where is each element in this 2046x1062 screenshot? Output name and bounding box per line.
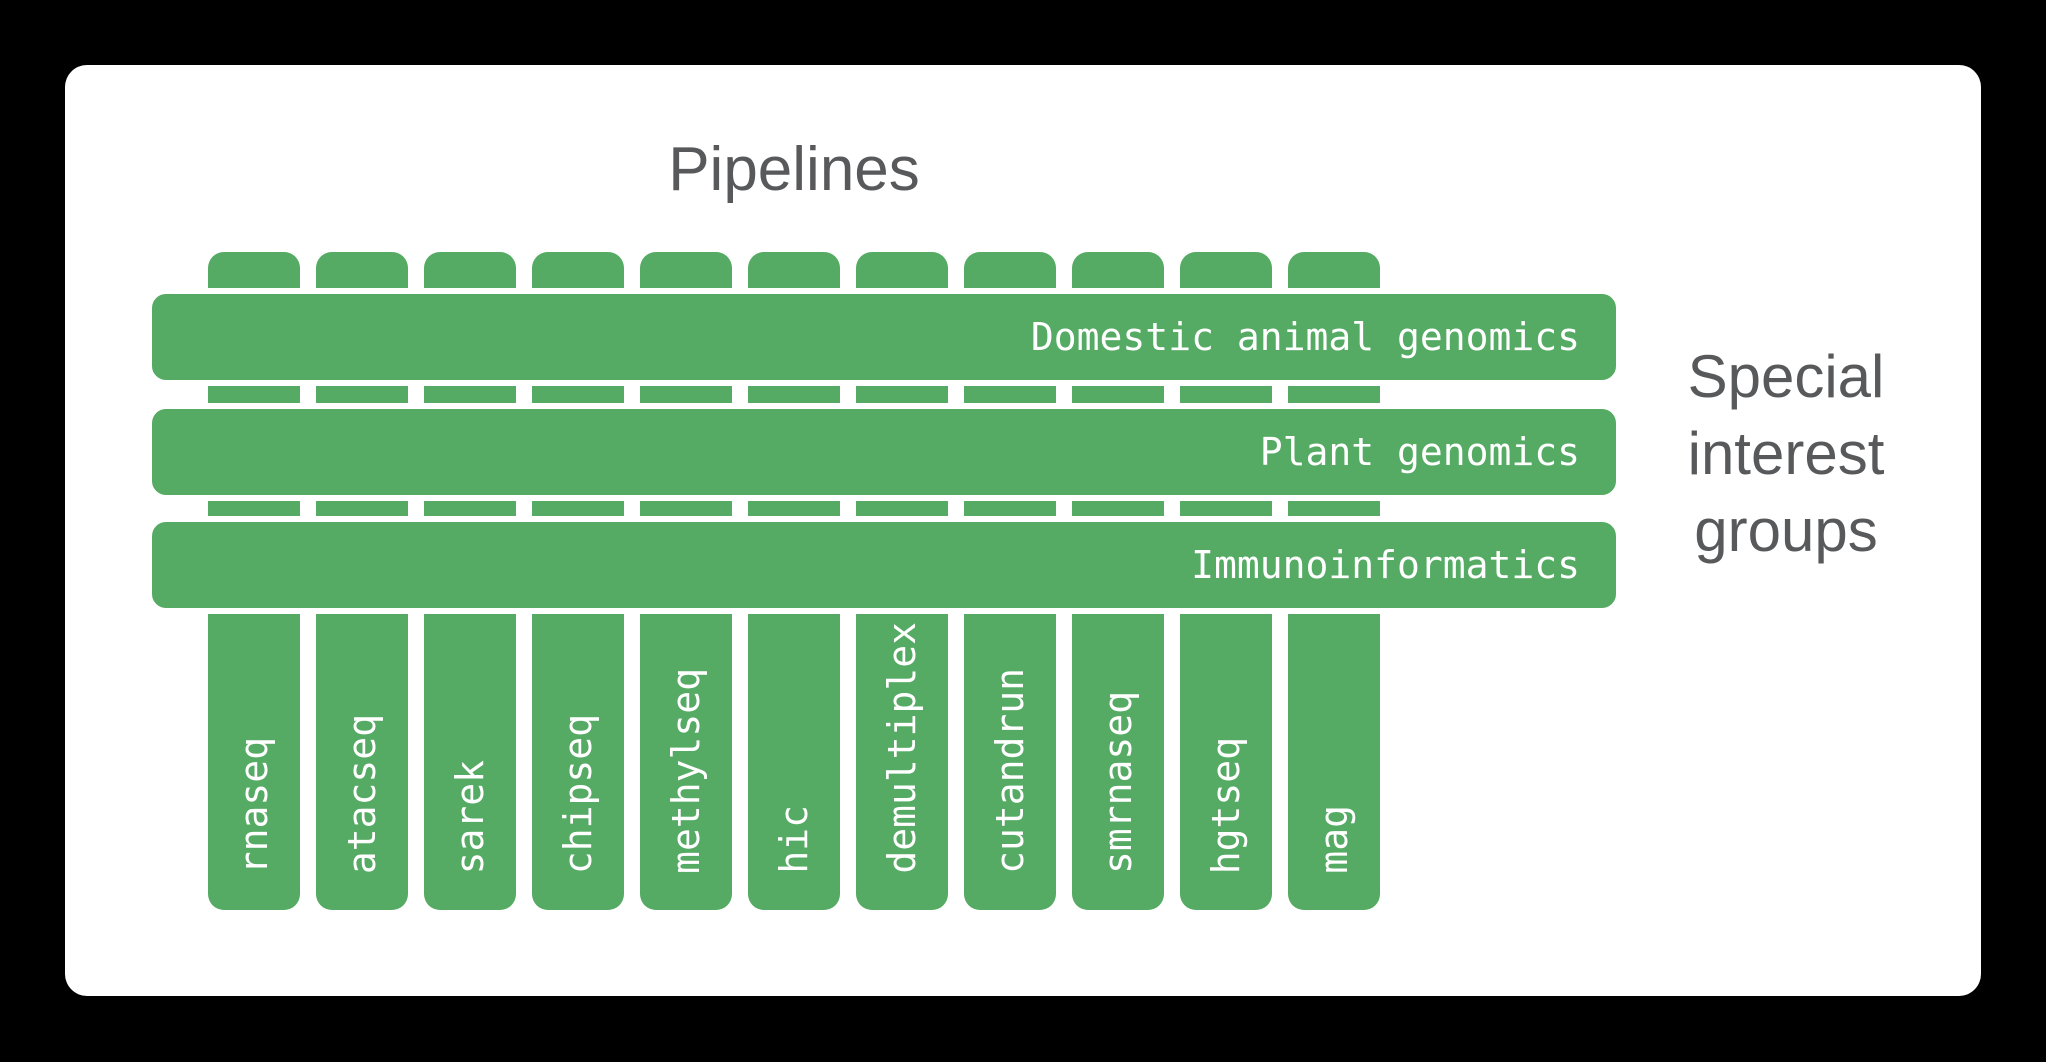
sig-label: Immunoinformatics	[1191, 543, 1580, 587]
pipeline-label: cutandrun	[988, 668, 1032, 874]
sig-label: Plant genomics	[1259, 430, 1580, 474]
sig-label: Domestic animal genomics	[1030, 315, 1580, 359]
pipeline-label: chipseq	[556, 713, 600, 874]
pipelines-title: Pipelines	[668, 135, 920, 204]
pipeline-label: methylseq	[664, 668, 708, 874]
sig-bar-immunoinformatics: Immunoinformatics	[146, 516, 1622, 614]
special-interest-groups-title: Special interest groups	[1687, 343, 1885, 564]
pipeline-label: atacseq	[340, 713, 384, 874]
pipeline-label: hgtseq	[1204, 736, 1248, 874]
pipeline-label: smrnaseq	[1096, 690, 1140, 874]
pipeline-label: demultiplex	[880, 622, 924, 874]
pipeline-label: mag	[1312, 805, 1356, 874]
pipeline-label: sarek	[448, 759, 492, 874]
sig-bar-domestic-animal-genomics: Domestic animal genomics	[146, 288, 1622, 386]
sig-bar-plant-genomics: Plant genomics	[146, 403, 1622, 501]
pipeline-label: hic	[772, 805, 816, 874]
pipeline-label: rnaseq	[232, 736, 276, 874]
